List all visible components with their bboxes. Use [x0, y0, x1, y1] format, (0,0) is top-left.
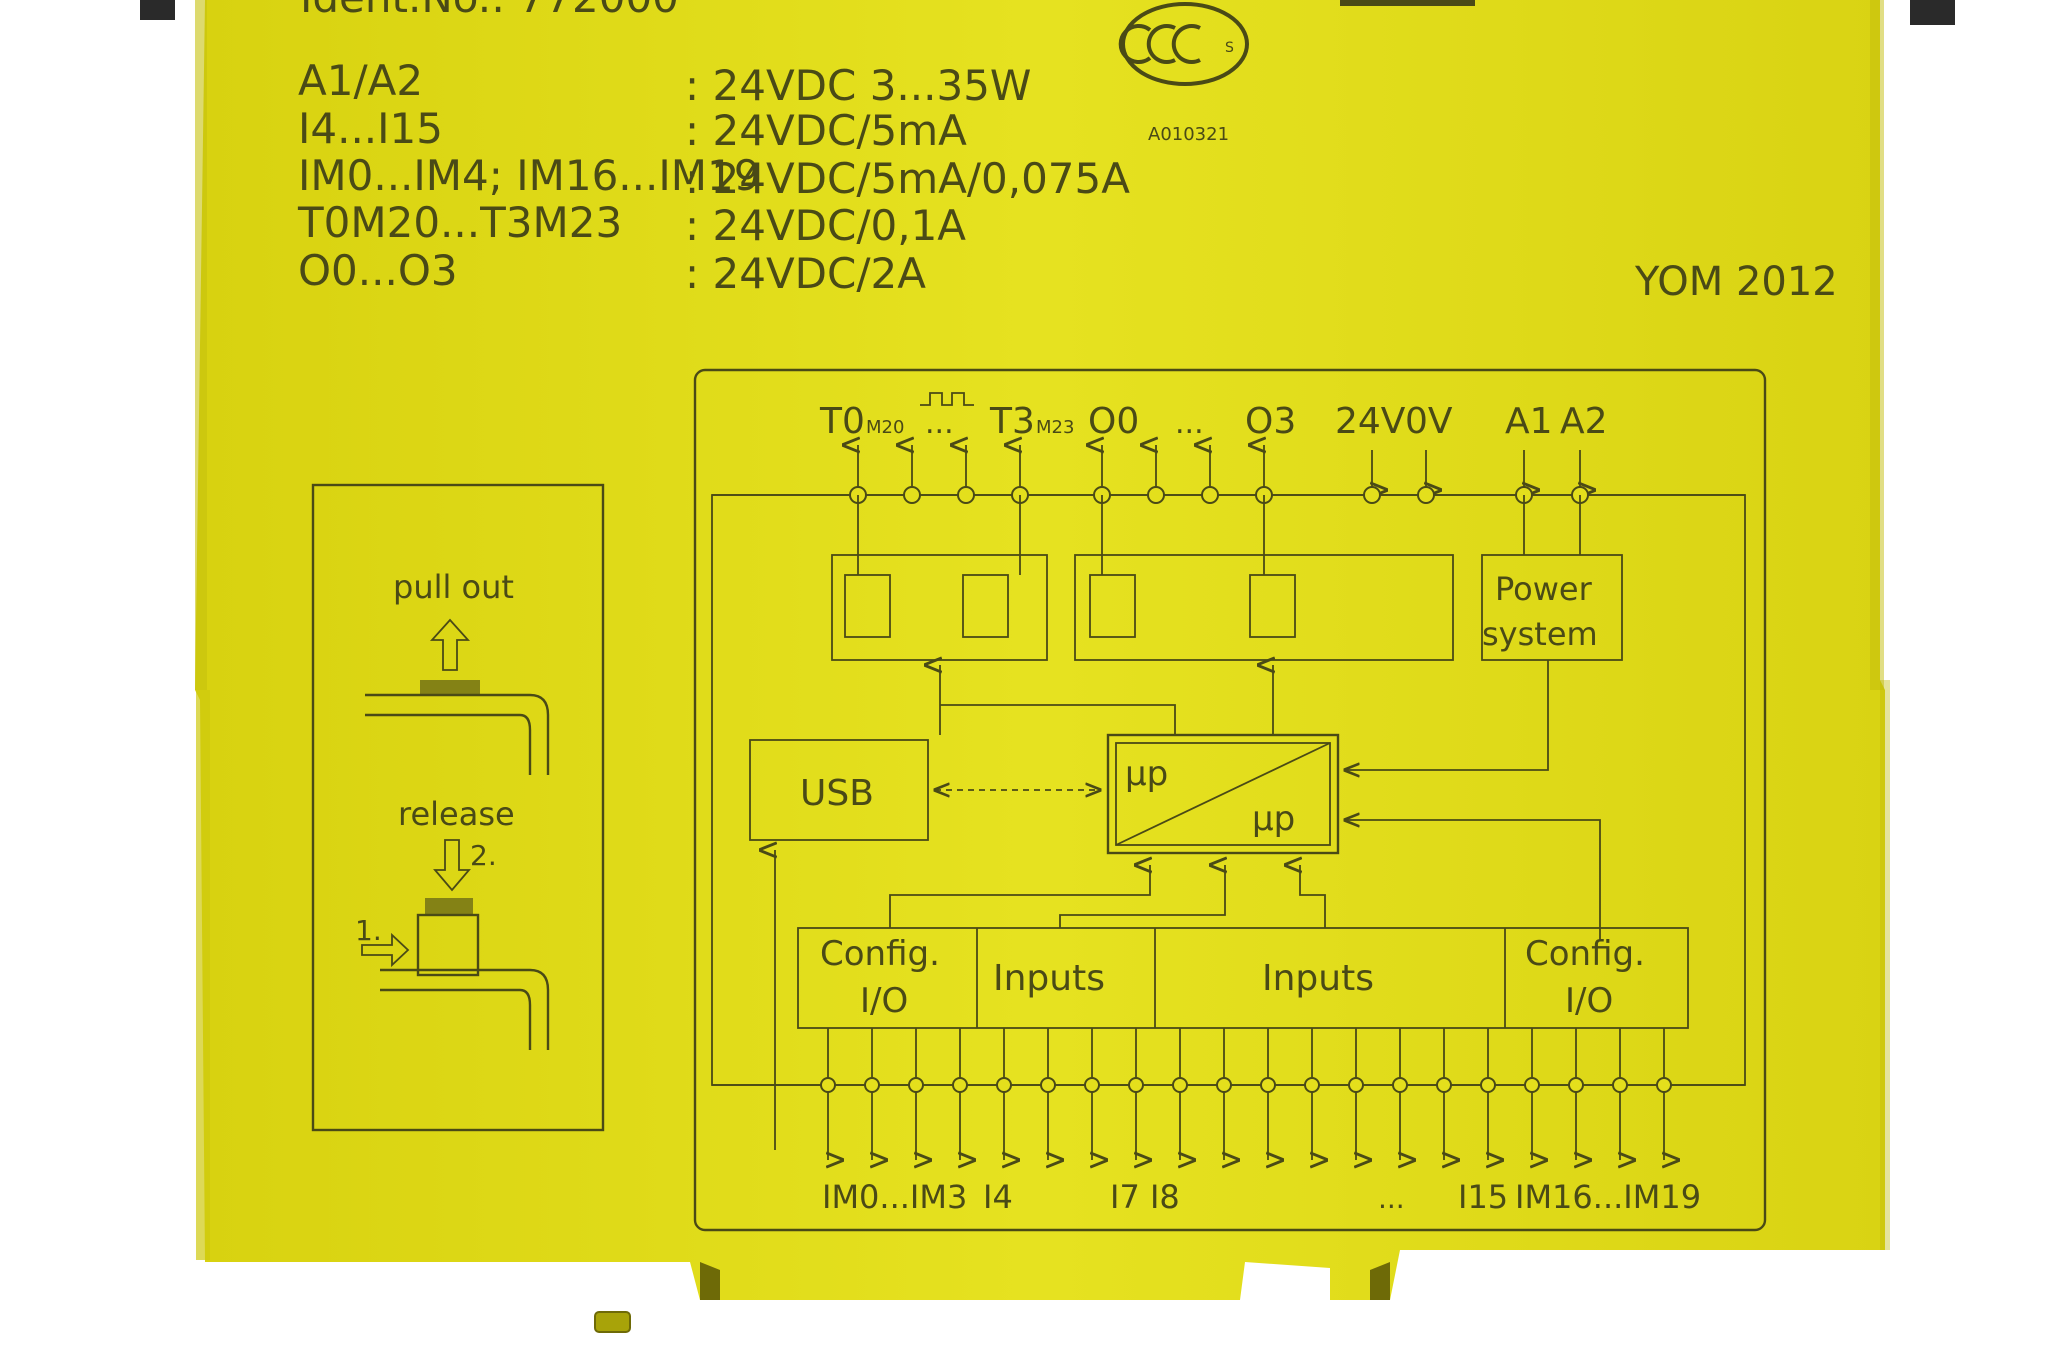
spec-name: T0M20...T3M23: [297, 198, 622, 247]
terminal-0v-label: 0V: [1405, 401, 1453, 442]
terminal-t0-label: T0: [819, 401, 865, 442]
terminal-dots: ...: [1175, 406, 1204, 441]
bottom-terminal-node: [1348, 1077, 1364, 1093]
bottom-terminal-node: [1216, 1077, 1232, 1093]
bottom-i4-label: I4: [983, 1178, 1013, 1216]
model-code: YOM 2012: [1634, 259, 1838, 305]
config-right-label-1: Config.: [1525, 934, 1645, 974]
step-1-label: 1.: [355, 914, 382, 947]
bottom-terminal-node: [1084, 1077, 1100, 1093]
terminal-a2-label: A2: [1560, 401, 1608, 442]
up-label-2: µp: [1252, 799, 1295, 839]
power-label-1: Power: [1495, 570, 1593, 608]
terminal-24v-label: 24V: [1335, 401, 1406, 442]
slide-arrow-icon: [361, 932, 410, 968]
pulse-icon: [920, 392, 974, 406]
release-label: release: [398, 795, 515, 833]
terminal-dots: ...: [925, 406, 954, 441]
bottom-terminal-node: [996, 1077, 1012, 1093]
terminal-o0-label: O0: [1088, 401, 1139, 442]
inputs-mid-label: Inputs: [1262, 958, 1374, 999]
block-diagram: T0 M20 ... T3 M23 O0 ... O3 24V 0V A1 A2: [693, 368, 1767, 1232]
up-label-1: µp: [1125, 754, 1168, 794]
usb-label: USB: [800, 773, 874, 814]
spec-name: IM0...IM4; IM16...IM19: [298, 151, 760, 200]
ccc-code: A010321: [1148, 124, 1229, 145]
spec-name: O0...O3: [298, 246, 458, 295]
ident-number-label: Ident.No.: 772000: [300, 0, 679, 22]
terminal-t0-sub: M20: [866, 417, 904, 438]
spec-value: : 24VDC/0,1A: [685, 201, 966, 250]
terminal-o3-label: O3: [1245, 401, 1296, 442]
bottom-terminal-node: [864, 1077, 880, 1093]
bottom-i15-label: I15: [1458, 1178, 1508, 1216]
bottom-terminal-node: [1128, 1077, 1144, 1093]
bottom-terminal-node: [1040, 1077, 1056, 1093]
bottom-terminal-node: [1612, 1077, 1628, 1093]
bottom-im16-im19-label: IM16...IM19: [1515, 1178, 1701, 1216]
svg-text:S: S: [1225, 40, 1234, 56]
pull-out-label: pull out: [393, 568, 514, 606]
spec-name: I4...I15: [298, 104, 443, 153]
spec-list: A1/A2 : 24VDC 3...35W I4...I15 : 24VDC/5…: [297, 56, 1130, 298]
bottom-terminal-node: [1392, 1077, 1408, 1093]
latch-symbol: [420, 680, 480, 694]
relay-housing: [140, 0, 1955, 1333]
bottom-terminal-node: [1304, 1077, 1320, 1093]
config-left-label-2: I/O: [860, 981, 908, 1021]
bottom-i7-i8-label: I7 I8: [1110, 1178, 1180, 1216]
terminal-a1-label: A1: [1505, 401, 1553, 442]
bottom-terminal-node: [1524, 1077, 1540, 1093]
pull-out-arrow-icon: [429, 618, 471, 671]
microprocessor-block: [1106, 733, 1340, 855]
config-right-label-2: I/O: [1565, 981, 1613, 1021]
bottom-terminal-node: [908, 1077, 924, 1093]
spec-name: A1/A2: [298, 56, 423, 105]
terminal-t3-sub: M23: [1036, 417, 1074, 438]
bottom-terminal-node: [1656, 1077, 1672, 1093]
bottom-terminal-node: [1480, 1077, 1496, 1093]
top-clip-right: [1910, 0, 1955, 25]
bottom-terminal-node: [1568, 1077, 1584, 1093]
bottom-terminal-nodes: [712, 1028, 1745, 1160]
bottom-terminal-node: [1260, 1077, 1276, 1093]
spec-value: : 24VDC 3...35W: [685, 61, 1031, 110]
bottom-terminal-node: [1436, 1077, 1452, 1093]
terminal-t3-label: T3: [989, 401, 1035, 442]
power-system-block: [1481, 554, 1623, 661]
bottom-terminal-node: [820, 1077, 836, 1093]
bottom-im0-im3-label: IM0...IM3: [822, 1178, 967, 1216]
top-clip-left: [140, 0, 175, 20]
release-arrow-icon: [433, 839, 471, 892]
bottom-dots: ...: [1378, 1182, 1405, 1215]
io-blocks: [797, 927, 1689, 1029]
power-label-2: system: [1482, 615, 1598, 653]
latch-slot: [594, 1311, 631, 1333]
usb-block: [749, 739, 929, 841]
spec-value: : 24VDC/5mA/0,075A: [685, 154, 1130, 203]
ccc-mark-icon: S: [1118, 2, 1249, 86]
installation-panel: pull out release 2. 1.: [311, 483, 605, 1132]
spec-value: : 24VDC/5mA: [685, 106, 967, 155]
inputs-left-label: Inputs: [993, 958, 1105, 999]
config-left-label-1: Config.: [820, 934, 940, 974]
spec-value: : 24VDC/2A: [685, 249, 926, 298]
bottom-terminal-node: [1172, 1077, 1188, 1093]
step-2-label: 2.: [470, 839, 497, 872]
top-terminal-nodes: [850, 445, 1588, 504]
bottom-terminal-node: [952, 1077, 968, 1093]
